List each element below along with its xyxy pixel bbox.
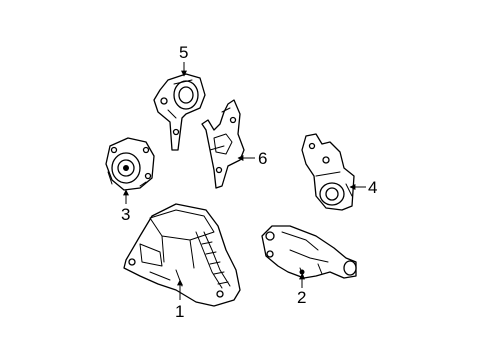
callout-4: 4 <box>368 178 377 197</box>
callout-6: 6 <box>258 149 267 168</box>
bracket-part-6 <box>201 99 245 189</box>
callout-2: 2 <box>297 288 306 307</box>
bracket-part-2 <box>261 225 357 279</box>
mount-part-3 <box>105 137 155 191</box>
callout-5: 5 <box>179 43 188 62</box>
mount-part-4 <box>301 133 355 211</box>
mount-part-5 <box>153 73 206 151</box>
callout-3: 3 <box>121 205 130 224</box>
callout-1: 1 <box>175 302 184 321</box>
mount-part-1 <box>123 203 241 307</box>
